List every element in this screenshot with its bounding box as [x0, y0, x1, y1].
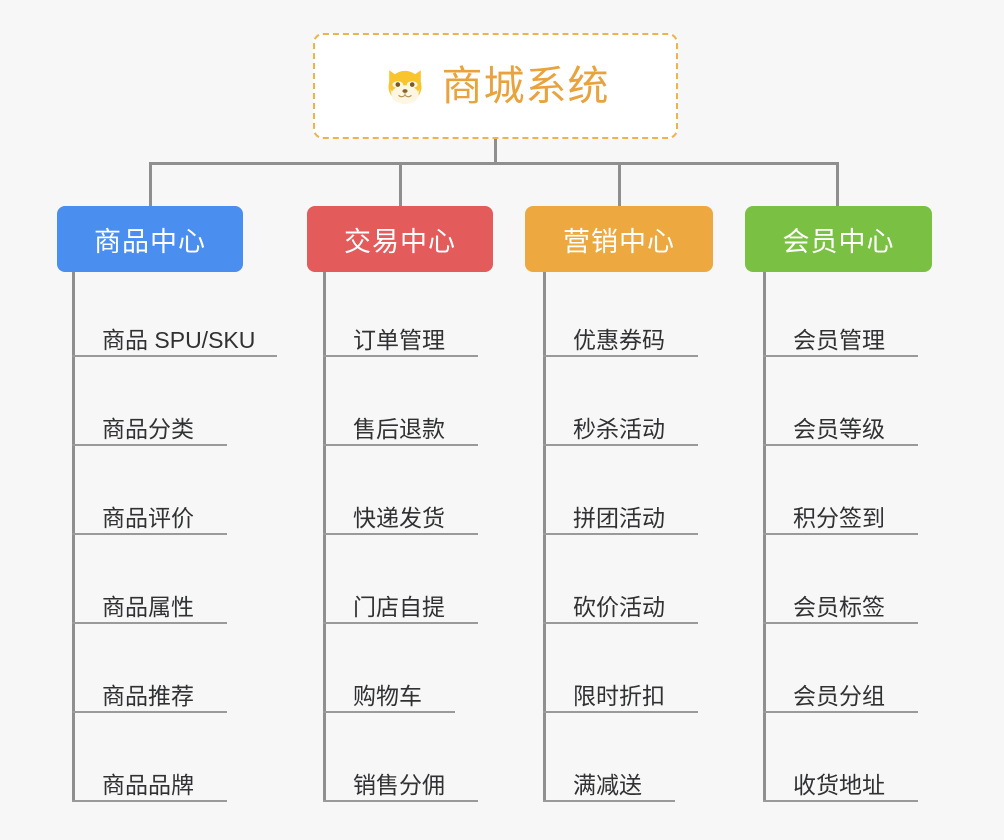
leaf-label: 会员标签 — [793, 593, 885, 620]
shiba-dog-icon — [387, 70, 422, 104]
leaf-label: 会员等级 — [793, 415, 885, 442]
branch-spine-2 — [323, 272, 326, 802]
leaf-label: 优惠券码 — [573, 326, 665, 353]
leaf-item[interactable]: 销售分佣 — [323, 764, 478, 802]
leaf-item[interactable]: 砍价活动 — [543, 586, 698, 624]
leaf-label: 秒杀活动 — [573, 415, 665, 442]
category-box-3[interactable]: 营销中心 — [525, 206, 713, 272]
category-box-2[interactable]: 交易中心 — [307, 206, 493, 272]
leaf-label: 砍价活动 — [573, 593, 665, 620]
leaf-label: 商品 SPU/SKU — [102, 326, 256, 353]
leaf-label: 限时折扣 — [573, 682, 665, 709]
branch-drop-line-1 — [149, 162, 152, 208]
leaf-label: 快递发货 — [353, 504, 445, 531]
branch-bus-line — [149, 162, 839, 165]
leaf-item[interactable]: 满减送 — [543, 764, 675, 802]
leaf-label: 商品分类 — [102, 415, 194, 442]
leaf-item[interactable]: 商品 SPU/SKU — [72, 319, 277, 357]
branch-drop-line-2 — [399, 162, 402, 208]
leaf-item[interactable]: 限时折扣 — [543, 675, 698, 713]
leaf-item[interactable]: 门店自提 — [323, 586, 478, 624]
leaf-item[interactable]: 积分签到 — [763, 497, 918, 535]
branch-drop-line-4 — [836, 162, 839, 208]
leaf-item[interactable]: 商品品牌 — [72, 764, 227, 802]
leaf-label: 积分签到 — [793, 504, 885, 531]
category-box-1[interactable]: 商品中心 — [57, 206, 243, 272]
root-node[interactable]: 商城系统 — [313, 33, 678, 139]
leaf-item[interactable]: 商品分类 — [72, 408, 227, 446]
branch-drop-line-3 — [618, 162, 621, 208]
root-stem-line — [494, 139, 497, 165]
leaf-label: 购物车 — [353, 682, 422, 709]
leaf-label: 拼团活动 — [573, 504, 665, 531]
leaf-item[interactable]: 商品属性 — [72, 586, 227, 624]
leaf-item[interactable]: 拼团活动 — [543, 497, 698, 535]
leaf-label: 门店自提 — [353, 593, 445, 620]
category-label-3: 营销中心 — [563, 226, 675, 257]
leaf-label: 销售分佣 — [353, 771, 445, 798]
leaf-item[interactable]: 商品评价 — [72, 497, 227, 535]
leaf-item[interactable]: 会员等级 — [763, 408, 918, 446]
leaf-label: 收货地址 — [793, 771, 885, 798]
leaf-label: 满减送 — [573, 771, 642, 798]
root-title: 商城系统 — [441, 62, 610, 109]
leaf-item[interactable]: 会员分组 — [763, 675, 918, 713]
leaf-label: 商品属性 — [102, 593, 194, 620]
leaf-label: 商品品牌 — [102, 771, 194, 798]
leaf-item[interactable]: 快递发货 — [323, 497, 478, 535]
branch-spine-1 — [72, 272, 75, 802]
leaf-item[interactable]: 会员管理 — [763, 319, 918, 357]
leaf-item[interactable]: 会员标签 — [763, 586, 918, 624]
category-box-4[interactable]: 会员中心 — [745, 206, 932, 272]
leaf-label: 售后退款 — [353, 415, 445, 442]
leaf-label: 商品评价 — [102, 504, 194, 531]
leaf-label: 商品推荐 — [102, 682, 194, 709]
leaf-label: 订单管理 — [353, 326, 445, 353]
leaf-item[interactable]: 订单管理 — [323, 319, 478, 357]
leaf-label: 会员分组 — [793, 682, 885, 709]
branch-spine-4 — [763, 272, 766, 802]
category-label-1: 商品中心 — [94, 226, 206, 257]
leaf-item[interactable]: 购物车 — [323, 675, 455, 713]
branch-spine-3 — [543, 272, 546, 802]
leaf-item[interactable]: 商品推荐 — [72, 675, 227, 713]
category-label-2: 交易中心 — [344, 226, 456, 257]
leaf-item[interactable]: 售后退款 — [323, 408, 478, 446]
category-label-4: 会员中心 — [782, 226, 895, 257]
leaf-item[interactable]: 优惠券码 — [543, 319, 698, 357]
leaf-item[interactable]: 秒杀活动 — [543, 408, 698, 446]
leaf-item[interactable]: 收货地址 — [763, 764, 918, 802]
leaf-label: 会员管理 — [793, 326, 885, 353]
